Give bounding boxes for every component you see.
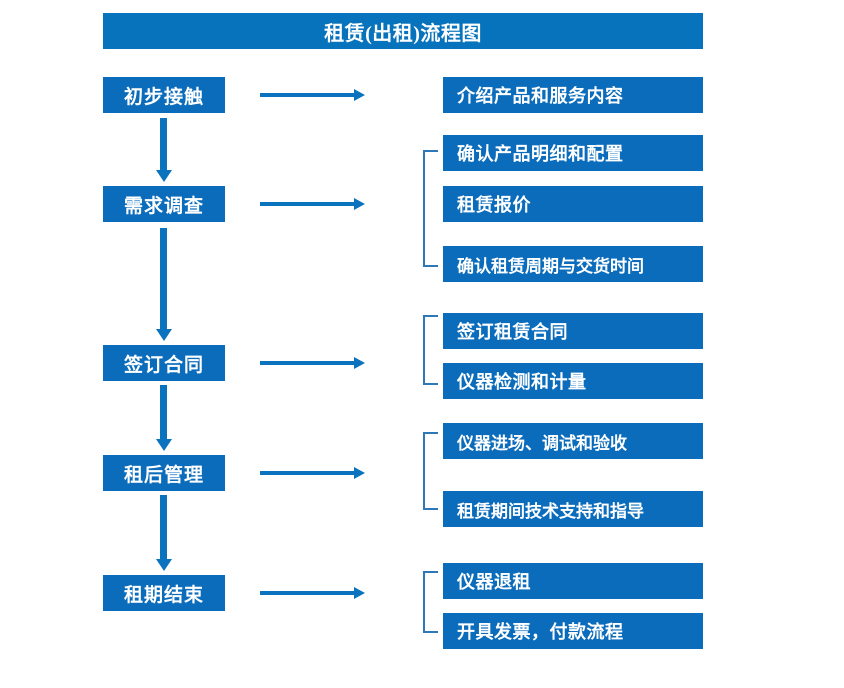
detail-box-签订租赁合同[interactable]: 签订租赁合同: [443, 313, 703, 349]
detail-box-介绍产品和服务内容[interactable]: 介绍产品和服务内容: [443, 77, 703, 113]
stage-box-租期结束[interactable]: 租期结束: [103, 575, 225, 611]
vertical-arrow-2: [153, 228, 175, 343]
diagram-title: 租赁(出租)流程图: [103, 13, 703, 49]
horizontal-arrow-2: [260, 196, 365, 212]
detail-box-租赁期间技术支持和指导[interactable]: 租赁期间技术支持和指导: [443, 491, 703, 527]
stage-box-初步接触[interactable]: 初步接触: [103, 77, 225, 113]
detail-box-仪器退租[interactable]: 仪器退租: [443, 563, 703, 599]
detail-box-租赁报价[interactable]: 租赁报价: [443, 186, 703, 222]
detail-box-确认产品明细和配置[interactable]: 确认产品明细和配置: [443, 135, 703, 171]
horizontal-arrow-1: [260, 87, 365, 103]
detail-box-确认租赁周期与交货时间[interactable]: 确认租赁周期与交货时间: [443, 246, 703, 282]
horizontal-arrow-3: [260, 355, 365, 371]
detail-box-仪器检测和计量[interactable]: 仪器检测和计量: [443, 363, 703, 399]
vertical-arrow-3: [153, 385, 175, 453]
detail-box-开具发票付款流程[interactable]: 开具发票，付款流程: [443, 613, 703, 649]
stage-box-需求调查[interactable]: 需求调查: [103, 186, 225, 222]
horizontal-arrow-4: [260, 465, 365, 481]
horizontal-arrow-5: [260, 585, 365, 601]
stage-box-租后管理[interactable]: 租后管理: [103, 455, 225, 491]
vertical-arrow-1: [153, 118, 175, 184]
group-bracket-租期结束: [423, 571, 438, 633]
stage-box-签订合同[interactable]: 签订合同: [103, 345, 225, 381]
group-bracket-需求调查: [423, 150, 438, 267]
vertical-arrow-4: [153, 495, 175, 573]
detail-box-仪器进场调试和验收[interactable]: 仪器进场、调试和验收: [443, 423, 703, 459]
group-bracket-签订合同: [423, 315, 438, 385]
group-bracket-租后管理: [423, 432, 438, 510]
